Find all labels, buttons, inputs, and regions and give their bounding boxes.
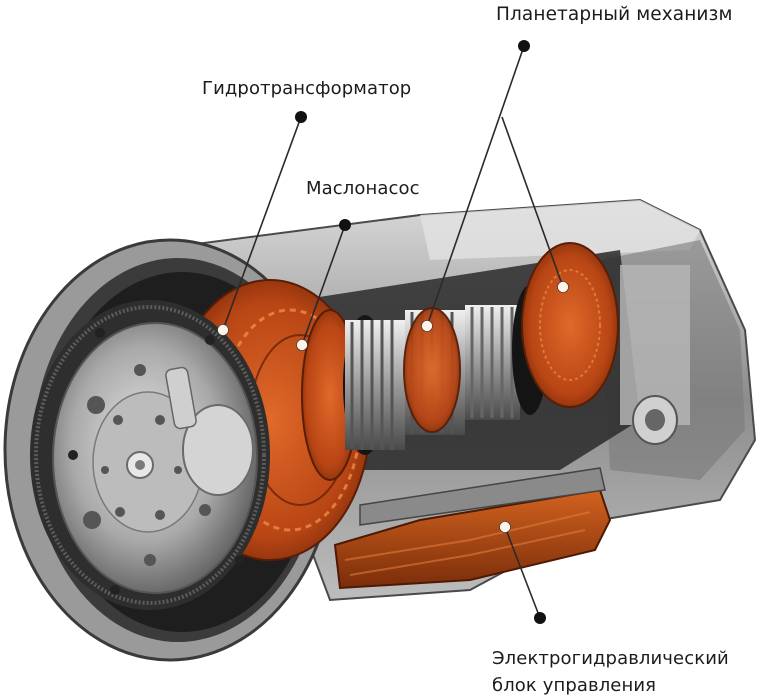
flywheel-shape bbox=[30, 300, 270, 610]
dot-oil-pump bbox=[339, 219, 351, 231]
target-oil-pump bbox=[296, 339, 308, 351]
target-planetary-1 bbox=[421, 320, 433, 332]
leader-torque-converter bbox=[222, 116, 302, 331]
target-control-unit bbox=[499, 521, 511, 533]
leader-oil-pump bbox=[301, 224, 346, 346]
clutch-drums bbox=[343, 242, 690, 455]
label-torque-converter: Гидротрансформатор bbox=[202, 78, 412, 99]
label-oil-pump: Маслонасос bbox=[306, 178, 420, 199]
hydraulic-control-unit-shape bbox=[333, 467, 612, 590]
leader-lines bbox=[222, 45, 564, 619]
leader-planetary-2 bbox=[501, 116, 564, 288]
label-hydraulic-control-unit-line1: Электрогидравлический bbox=[492, 648, 729, 669]
target-torque-converter bbox=[217, 324, 229, 336]
dot-planetary bbox=[518, 40, 530, 52]
dot-control-unit bbox=[534, 612, 546, 624]
label-hydraulic-control-unit-line2: блок управления bbox=[492, 675, 657, 696]
target-dots bbox=[217, 281, 569, 533]
label-hydraulic-control-unit: Электрогидравлический блок управления bbox=[492, 645, 729, 699]
leader-planetary-1 bbox=[426, 45, 525, 327]
dot-torque-converter bbox=[295, 111, 307, 123]
label-dots bbox=[295, 40, 546, 624]
leader-control-unit bbox=[504, 526, 541, 619]
target-planetary-2 bbox=[557, 281, 569, 293]
label-planetary-gear: Планетарный механизм bbox=[496, 4, 733, 25]
